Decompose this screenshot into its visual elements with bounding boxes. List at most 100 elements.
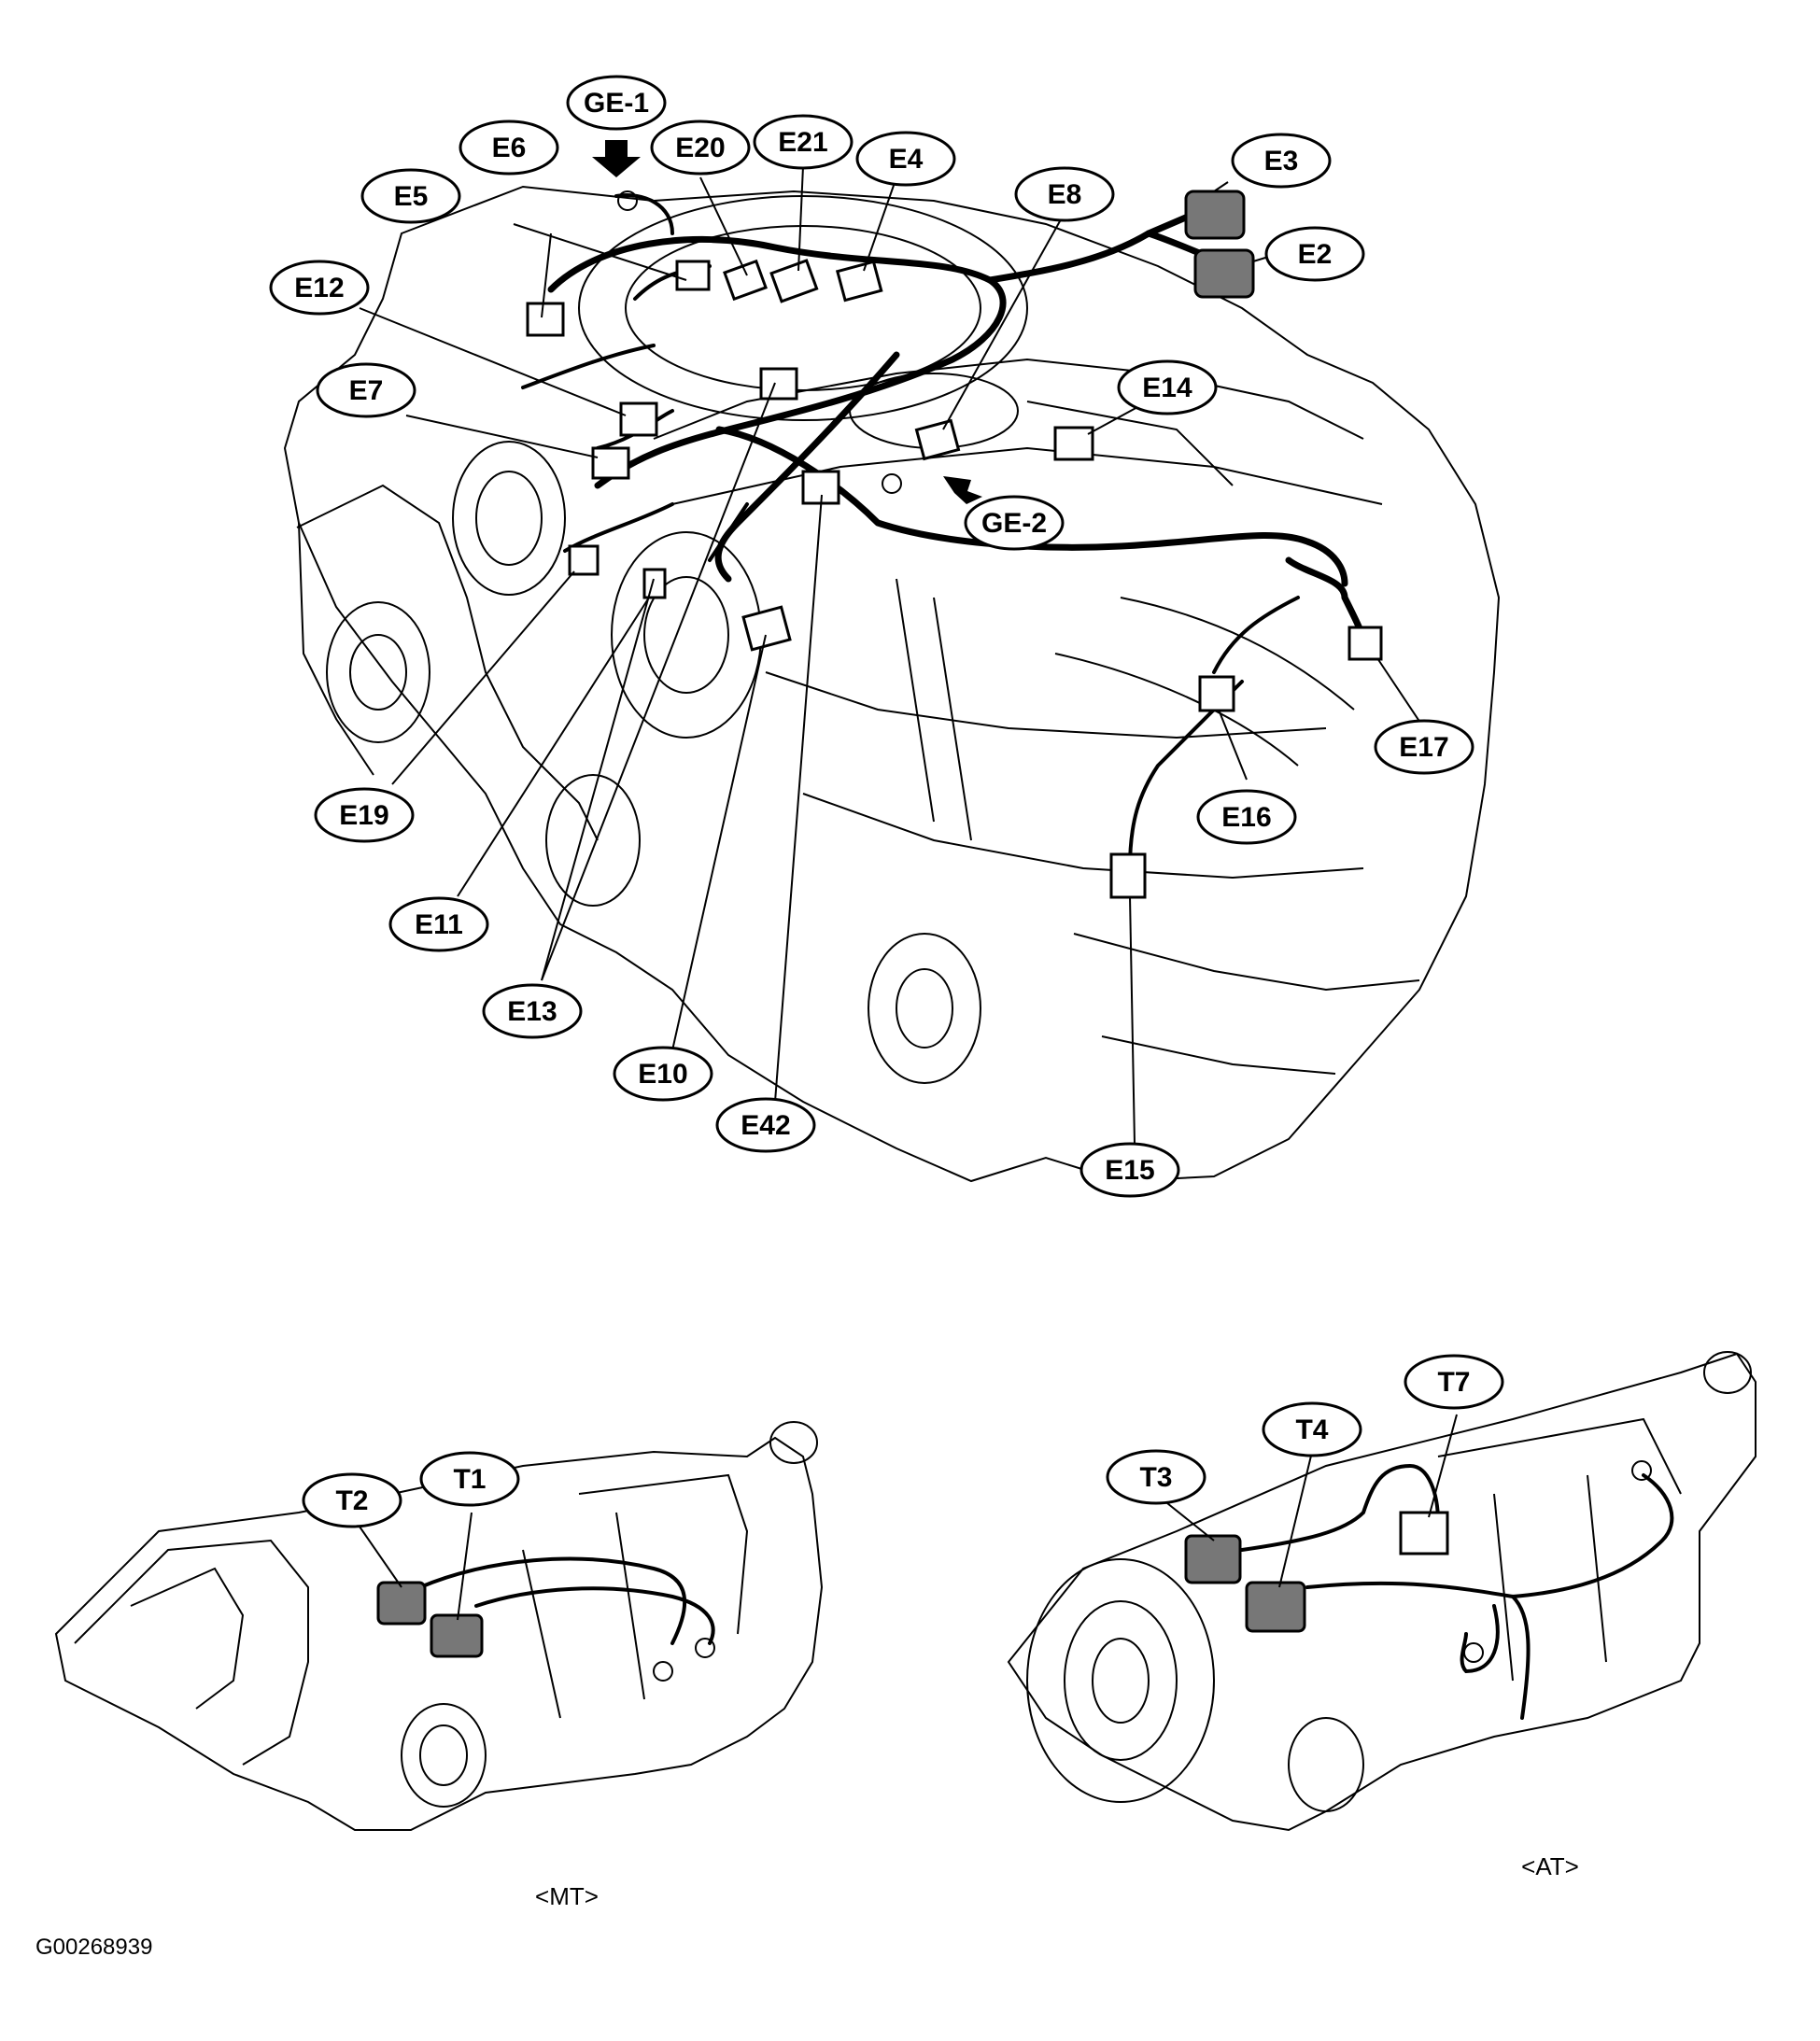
callout-t2: T2 <box>302 1472 402 1528</box>
callout-label: T7 <box>1437 1367 1470 1398</box>
connector-e21-icon <box>769 259 819 303</box>
callout-label: E20 <box>675 133 725 163</box>
connector-e5-icon <box>526 302 565 337</box>
connector-e6-icon <box>675 260 711 291</box>
callout-bubble-icon <box>566 75 667 131</box>
connector-e14-icon <box>1053 426 1094 461</box>
callout-label: E2 <box>1298 239 1333 270</box>
engine-illustration <box>283 185 1501 1183</box>
callout-bubble-icon <box>1106 1449 1206 1505</box>
callout-e10: E10 <box>613 1046 713 1102</box>
ground-arrows <box>592 140 982 504</box>
callout-bubble-icon <box>360 168 461 224</box>
callout-bubble-icon <box>1262 1401 1362 1457</box>
callout-bubble-icon <box>855 131 956 187</box>
callout-e3: E3 <box>1231 133 1332 189</box>
mt-caption: <MT> <box>535 1882 599 1910</box>
connector-e2-icon <box>1193 248 1255 299</box>
callout-e13: E13 <box>482 983 583 1039</box>
callout-bubble-icon <box>1231 133 1332 189</box>
callout-label: E4 <box>889 144 924 175</box>
connector-e19-icon <box>568 544 600 576</box>
callout-bubble-icon <box>650 120 751 176</box>
callout-bubble-icon <box>1079 1142 1180 1198</box>
callout-bubble-icon <box>269 260 370 316</box>
callout-t1: T1 <box>419 1451 520 1507</box>
callout-e12: E12 <box>269 260 370 316</box>
callout-bubble-icon <box>316 362 416 418</box>
callout-label: E3 <box>1264 146 1299 176</box>
connector-t4-icon <box>1245 1581 1306 1633</box>
connector-t2-icon <box>376 1581 427 1626</box>
callout-e42: E42 <box>715 1097 816 1153</box>
at-wire-harness <box>1184 1460 1674 1720</box>
connector-e3-icon <box>1184 190 1246 240</box>
at-caption: <AT> <box>1521 1852 1579 1880</box>
connector-t1-icon <box>430 1613 484 1658</box>
callout-bubble-icon <box>482 983 583 1039</box>
callout-e5: E5 <box>360 168 461 224</box>
callout-e21: E21 <box>753 114 854 170</box>
callout-label: E5 <box>394 181 429 212</box>
callout-e4: E4 <box>855 131 956 187</box>
connector-e8-icon <box>914 418 961 461</box>
callout-bubble-icon <box>1404 1354 1504 1410</box>
callout-label: E16 <box>1221 802 1271 833</box>
callout-label: E8 <box>1048 179 1082 210</box>
callout-bubble-icon <box>964 495 1065 551</box>
callout-label: E11 <box>415 909 463 940</box>
callout-label: GE-2 <box>981 508 1047 539</box>
connector-e15-icon <box>1109 852 1147 899</box>
at-transmission-illustration <box>1007 1351 1757 1832</box>
mt-ring-terminal-a-icon <box>695 1638 715 1658</box>
callout-bubble-icon <box>419 1451 520 1507</box>
callout-label: E15 <box>1105 1155 1154 1186</box>
arrow-ge2-icon <box>943 476 982 504</box>
callout-label: E19 <box>339 800 388 831</box>
callout-bubble-icon <box>388 896 489 952</box>
callout-bubble-icon <box>314 787 415 843</box>
ring-terminal-ge1-icon <box>617 190 638 211</box>
connector-t7-icon <box>1399 1511 1449 1555</box>
callout-e19: E19 <box>314 787 415 843</box>
callout-e14: E14 <box>1117 359 1218 415</box>
connector-e10-icon <box>741 605 792 652</box>
callout-label: T2 <box>335 1485 368 1516</box>
callout-e16: E16 <box>1196 789 1297 845</box>
callout-t7: T7 <box>1404 1354 1504 1410</box>
callout-label: GE-1 <box>584 88 649 119</box>
connector-e16-icon <box>1198 675 1235 712</box>
at-ring-terminal-b-icon <box>1463 1642 1484 1663</box>
callout-t3: T3 <box>1106 1449 1206 1505</box>
callout-label: E17 <box>1399 732 1448 763</box>
figure-id: G00268939 <box>35 1935 152 1960</box>
callout-bubble-icon <box>753 114 854 170</box>
callout-label: E7 <box>349 375 384 406</box>
mt-ring-terminal-b-icon <box>653 1661 673 1682</box>
callout-label: E21 <box>778 127 827 158</box>
connector-e20-icon <box>723 259 768 302</box>
callout-e20: E20 <box>650 120 751 176</box>
callout-label: E6 <box>492 133 527 163</box>
callout-e8: E8 <box>1014 166 1115 222</box>
connector-e17-icon <box>1347 626 1383 661</box>
connector-e12-icon <box>619 401 658 437</box>
callout-bubble-icon <box>459 120 559 176</box>
connector-e11-icon <box>642 568 667 599</box>
callout-bubble-icon <box>1117 359 1218 415</box>
connector-e12a-icon <box>759 367 798 401</box>
callout-e7: E7 <box>316 362 416 418</box>
connector-e4-icon <box>835 260 883 303</box>
callout-label: E10 <box>638 1059 687 1090</box>
mt-wire-harness <box>376 1556 715 1682</box>
callout-label: E42 <box>741 1110 790 1141</box>
callout-bubble-icon <box>715 1097 816 1153</box>
callout-label: E12 <box>294 273 344 303</box>
callout-label: E14 <box>1142 373 1192 403</box>
callout-e15: E15 <box>1079 1142 1180 1198</box>
callout-e6: E6 <box>459 120 559 176</box>
callout-bubble-icon <box>613 1046 713 1102</box>
